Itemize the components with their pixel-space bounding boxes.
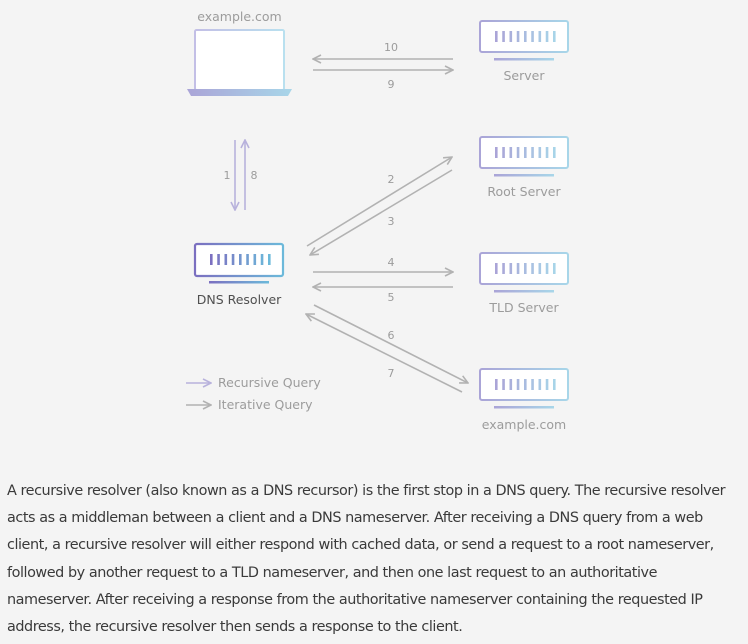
client-label: example.com <box>197 9 281 24</box>
server-slot <box>217 254 220 265</box>
dns-resolution-diagram: example.com Server Root Server TLD Serve… <box>186 9 569 432</box>
authoritative-server-label: example.com <box>482 417 566 432</box>
server-slot <box>502 263 505 274</box>
server-slot <box>502 31 505 42</box>
server-slot <box>538 31 542 42</box>
web-server: Server <box>479 20 569 83</box>
server-slot <box>516 31 520 42</box>
server-slot <box>509 263 513 274</box>
server-slot <box>538 147 542 158</box>
step-number-7: 7 <box>388 367 395 380</box>
arrow-step-7 <box>306 314 463 393</box>
arrow-step-2 <box>306 157 452 247</box>
step-number-1: 1 <box>224 169 231 182</box>
server-icon <box>479 136 569 177</box>
authoritative-server: example.com <box>479 368 569 432</box>
step-number-10: 10 <box>384 41 398 54</box>
server-slot <box>538 263 542 274</box>
server-slot <box>524 147 527 158</box>
server-slot <box>516 379 520 390</box>
arrow-step-6 <box>313 304 468 383</box>
server-slot <box>260 254 264 265</box>
server-slot <box>502 147 505 158</box>
server-slot <box>224 254 228 265</box>
server-slot <box>524 263 527 274</box>
description-paragraph: A recursive resolver (also known as a DN… <box>7 483 726 636</box>
server-slot <box>509 379 513 390</box>
legend-recursive-label: Recursive Query <box>218 375 321 390</box>
dns-resolver: DNS Resolver <box>193 242 285 307</box>
server-slot <box>239 254 242 265</box>
legend: Recursive Query Iterative Query <box>186 375 321 412</box>
server-slot <box>553 263 556 274</box>
server-slot <box>524 31 527 42</box>
server-slot <box>545 263 549 274</box>
step-number-5: 5 <box>388 291 395 304</box>
server-slot <box>531 263 534 274</box>
server-slot <box>509 31 513 42</box>
server-icon <box>193 242 285 284</box>
server-slot <box>231 254 235 265</box>
tld-server: TLD Server <box>479 252 569 315</box>
server-slot <box>553 147 556 158</box>
laptop-icon <box>187 29 292 96</box>
server-slot <box>553 379 556 390</box>
server-icon <box>479 20 569 61</box>
server-slot <box>516 147 520 158</box>
client-laptop: example.com <box>187 9 292 96</box>
step-number-9: 9 <box>388 78 395 91</box>
root-server-label: Root Server <box>487 184 561 199</box>
server-slot <box>524 379 527 390</box>
server-slot <box>509 147 513 158</box>
server-slot <box>502 379 505 390</box>
server-slot <box>531 379 534 390</box>
server-slot <box>545 31 549 42</box>
tld-server-label: TLD Server <box>488 300 559 315</box>
server-slot <box>531 31 534 42</box>
step-number-8: 8 <box>251 169 258 182</box>
step-number-2: 2 <box>388 173 395 186</box>
legend-iterative-label: Iterative Query <box>218 397 313 412</box>
step-number-4: 4 <box>388 256 395 269</box>
legend-recursive: Recursive Query <box>186 375 321 390</box>
server-label: Server <box>504 68 546 83</box>
server-slot <box>268 254 271 265</box>
server-slot <box>553 31 556 42</box>
dns-resolver-label: DNS Resolver <box>197 292 282 307</box>
server-slot <box>538 379 542 390</box>
server-slot <box>246 254 249 265</box>
server-slot <box>545 147 549 158</box>
root-server: Root Server <box>479 136 569 199</box>
legend-iterative: Iterative Query <box>186 397 313 412</box>
server-icon <box>479 252 569 293</box>
server-slot <box>495 263 498 274</box>
server-slot <box>495 31 498 42</box>
server-slot <box>531 147 534 158</box>
server-slot <box>210 254 213 265</box>
server-slot <box>545 379 549 390</box>
step-number-3: 3 <box>388 215 395 228</box>
server-icon <box>479 368 569 409</box>
arrow-step-3 <box>310 169 453 255</box>
server-slot <box>495 379 498 390</box>
server-slot <box>495 147 498 158</box>
server-slot <box>253 254 257 265</box>
step-number-6: 6 <box>388 329 395 342</box>
server-slot <box>516 263 520 274</box>
